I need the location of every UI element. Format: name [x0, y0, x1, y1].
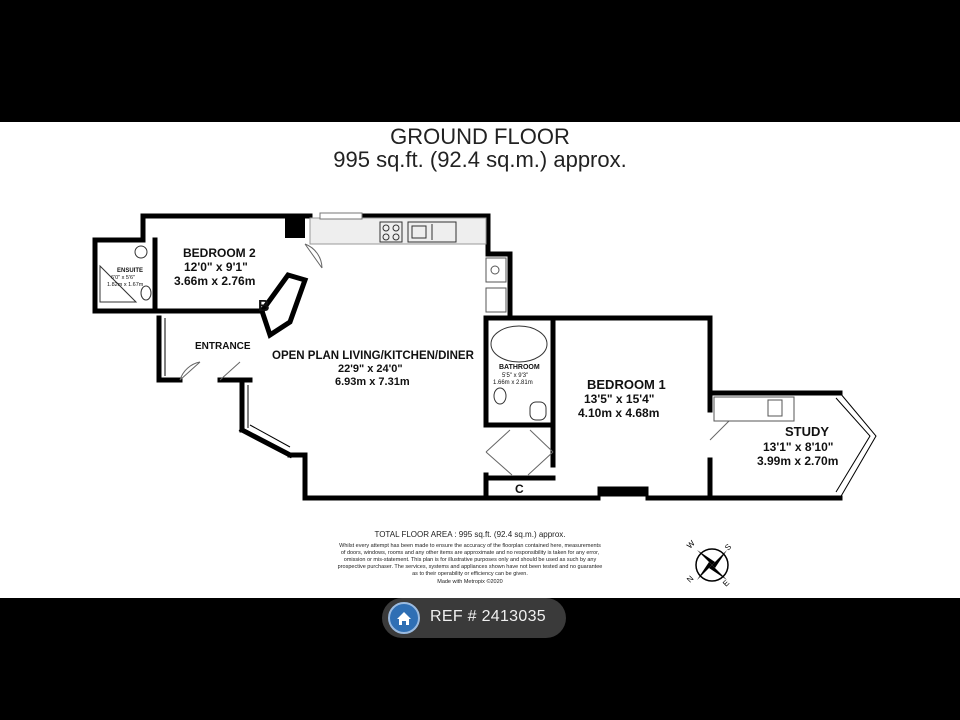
door-entrance: [179, 361, 201, 381]
made-with: Made with Metropix ©2020: [437, 579, 503, 585]
study-name: STUDY: [785, 424, 829, 439]
boiler-cupboard: [259, 272, 309, 339]
windows: [158, 318, 877, 499]
compass-needle-4: [697, 562, 712, 580]
bedroom2-name: BEDROOM 2: [183, 246, 256, 260]
disclaimer-line-1: Whilst every attempt has been made to en…: [339, 543, 601, 549]
ensuite-basin: [134, 245, 148, 259]
home-icon[interactable]: [388, 602, 420, 634]
boiler-label: B: [258, 298, 270, 315]
study-metric: 3.99m x 2.70m: [757, 454, 838, 468]
bath-tub: [490, 325, 548, 363]
bathroom-name: BATHROOM: [499, 364, 540, 371]
compass-needle-2: [709, 565, 727, 580]
wall-bedroom2: [92, 213, 265, 314]
ensuite-imperial: 6'0" x 5'6": [111, 275, 135, 281]
bedroom1-metric: 4.10m x 4.68m: [578, 406, 659, 420]
bedroom1-name: BEDROOM 1: [587, 377, 666, 392]
appliance-washer: [485, 257, 507, 283]
total-floor-area: TOTAL FLOOR AREA : 995 sq.ft. (92.4 sq.m…: [374, 530, 566, 539]
door-bedroom2: [304, 243, 323, 269]
wall-bedroom1: [550, 315, 843, 501]
living-imperial: 22'9" x 24'0": [338, 363, 403, 375]
bedroom2-metric: 3.66m x 2.76m: [174, 274, 255, 288]
ref-number: REF # 2413035: [430, 608, 546, 625]
door-entrance2: [219, 361, 241, 381]
ensuite-metric: 1.82m x 1.67m: [107, 282, 144, 288]
doors: [179, 243, 736, 476]
bedroom1-imperial: 13'5" x 15'4": [584, 392, 654, 406]
disclaimer-line-5: as to their operability or efficiency ca…: [412, 571, 528, 577]
hob-icon: [379, 221, 403, 243]
wall-kitchen-right: [485, 213, 513, 321]
cupboard-label: C: [515, 482, 524, 496]
compass-s: S: [723, 542, 733, 552]
entrance-name: ENTRANCE: [195, 341, 251, 352]
bathroom-metric: 1.66m x 2.81m: [493, 380, 533, 386]
living-name: OPEN PLAN LIVING/KITCHEN/DINER: [272, 350, 475, 362]
bedroom2-imperial: 12'0" x 9'1": [184, 260, 248, 274]
door-cupboard-r: [527, 429, 554, 476]
wall-bay: [238, 377, 308, 501]
ensuite-toilet: [140, 285, 152, 301]
compass-n: N: [685, 574, 696, 585]
floor-area: 995 sq.ft. (92.4 sq.m.) approx.: [333, 147, 627, 172]
compass-needle-3: [712, 550, 727, 568]
window-kitchen: [319, 212, 363, 220]
disclaimer-line-3: omission or mis-statement. This plan is …: [343, 557, 597, 563]
wall-bathroom: [483, 315, 556, 501]
wall-block: [285, 216, 305, 238]
disclaimer-line-2: of doors, windows, rooms and any other i…: [340, 550, 600, 556]
floor-title: GROUND FLOOR: [390, 124, 570, 149]
appliance-fridge: [485, 287, 507, 313]
sink-icon: [407, 221, 457, 243]
toilet: [529, 401, 547, 421]
compass-needle-1: [697, 550, 715, 565]
washer-icon: [490, 265, 500, 275]
compass-w: W: [685, 538, 697, 550]
ensuite-bath: [99, 264, 138, 303]
study-imperial: 13'1" x 8'10": [763, 440, 833, 454]
ensuite-name: ENSUITE: [117, 268, 143, 274]
bathroom-imperial: 5'5" x 9'3": [502, 373, 528, 379]
living-metric: 6.93m x 7.31m: [335, 376, 410, 388]
door-cupboard-l: [485, 429, 513, 476]
compass-e: E: [721, 578, 731, 588]
disclaimer-line-4: prospective purchaser. The services, sys…: [337, 564, 603, 570]
ref-badge[interactable]: REF # 2413035: [382, 598, 566, 638]
bath-basin: [493, 387, 507, 405]
study-chair: [767, 399, 783, 417]
compass-rose: N E S W: [685, 538, 733, 588]
